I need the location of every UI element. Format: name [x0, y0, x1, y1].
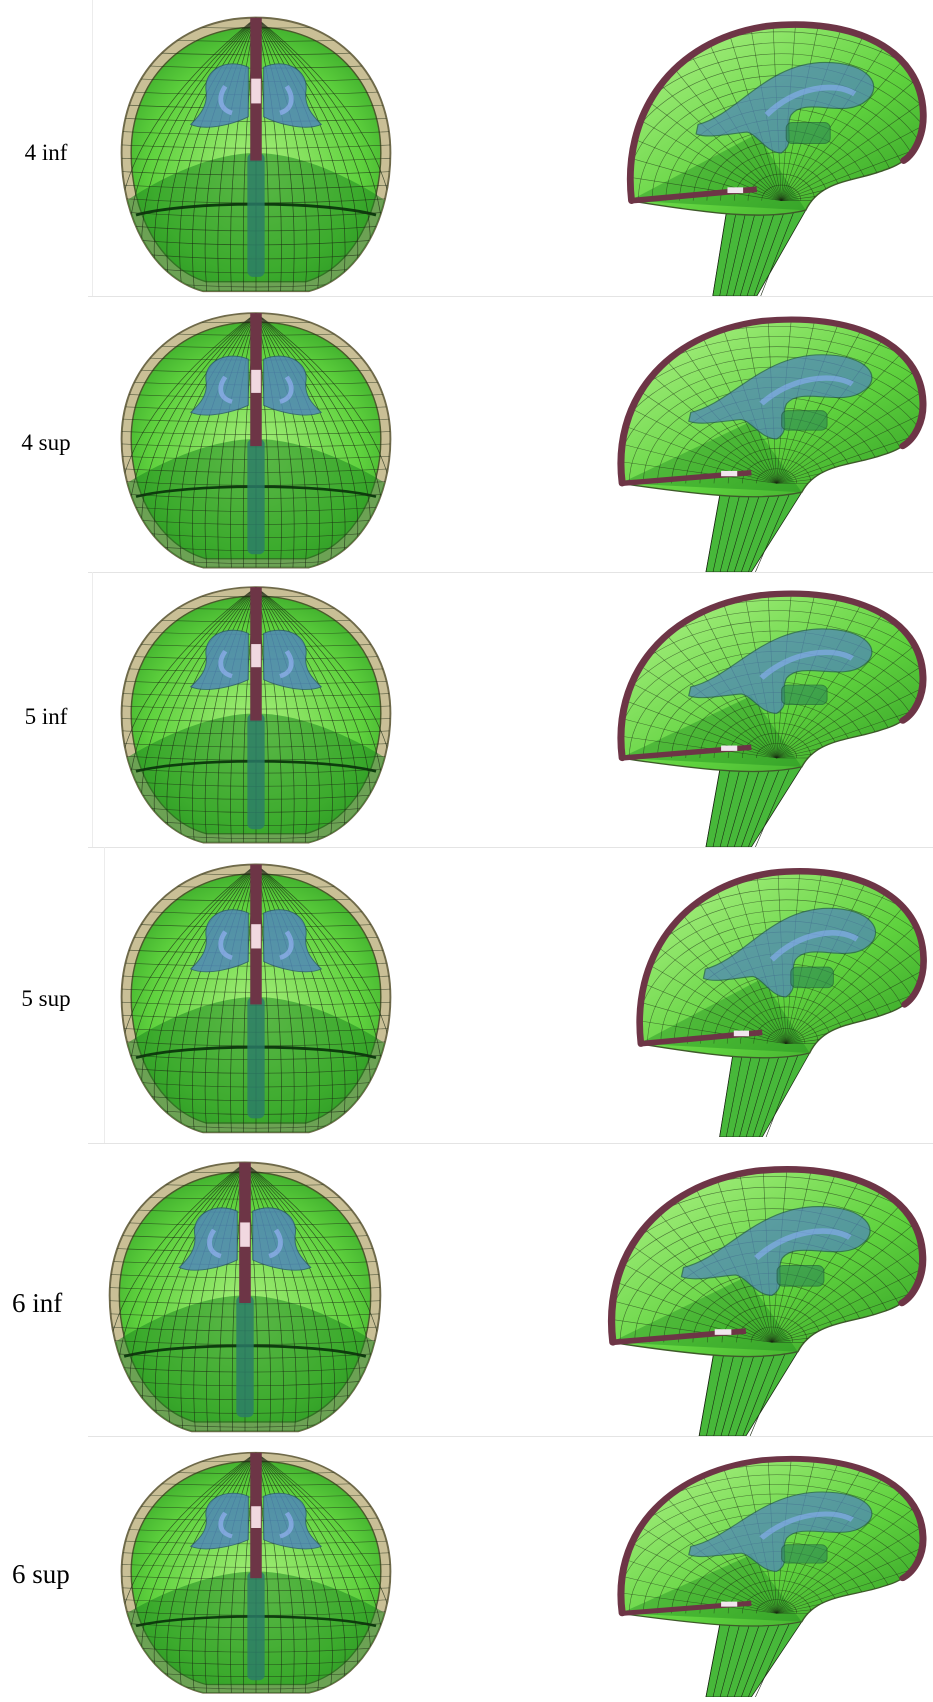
coronal-brain-model [112, 857, 400, 1137]
sagittal-brain-model [600, 580, 933, 848]
coronal-brain-model [112, 1446, 400, 1697]
coronal-brain-model [112, 306, 400, 572]
panel-row-2: 4 sup [0, 296, 933, 573]
row-divider [88, 572, 933, 573]
coronal-brain-model [112, 10, 400, 296]
row-label: 5 sup [0, 969, 92, 1029]
row-label: 4 sup [0, 413, 92, 473]
panel-row-6: 6 sup [0, 1436, 933, 1698]
panel-row-5: 6 inf [0, 1143, 933, 1437]
panel-row-1: 4 inf [0, 0, 933, 297]
frame-line [104, 847, 105, 1143]
panel-row-4: 5 sup [0, 847, 933, 1143]
row-divider [88, 296, 933, 297]
row-label: 6 inf [0, 1273, 104, 1333]
sagittal-brain-model [590, 1155, 933, 1437]
sagittal-brain-model [600, 306, 933, 573]
sagittal-brain-model [610, 10, 933, 297]
frame-line [92, 572, 93, 847]
row-label: 5 inf [0, 687, 92, 747]
coronal-brain-model [100, 1155, 390, 1436]
panel-row-3: 5 inf [0, 572, 933, 848]
coronal-brain-model [112, 580, 400, 847]
sagittal-brain-model [600, 1446, 933, 1698]
row-label: 6 sup [0, 1544, 104, 1604]
row-divider [88, 1436, 933, 1437]
row-divider [88, 847, 933, 848]
sagittal-brain-model [620, 857, 933, 1138]
row-divider [88, 1143, 933, 1144]
row-label: 4 inf [0, 123, 92, 183]
frame-line [92, 0, 93, 296]
